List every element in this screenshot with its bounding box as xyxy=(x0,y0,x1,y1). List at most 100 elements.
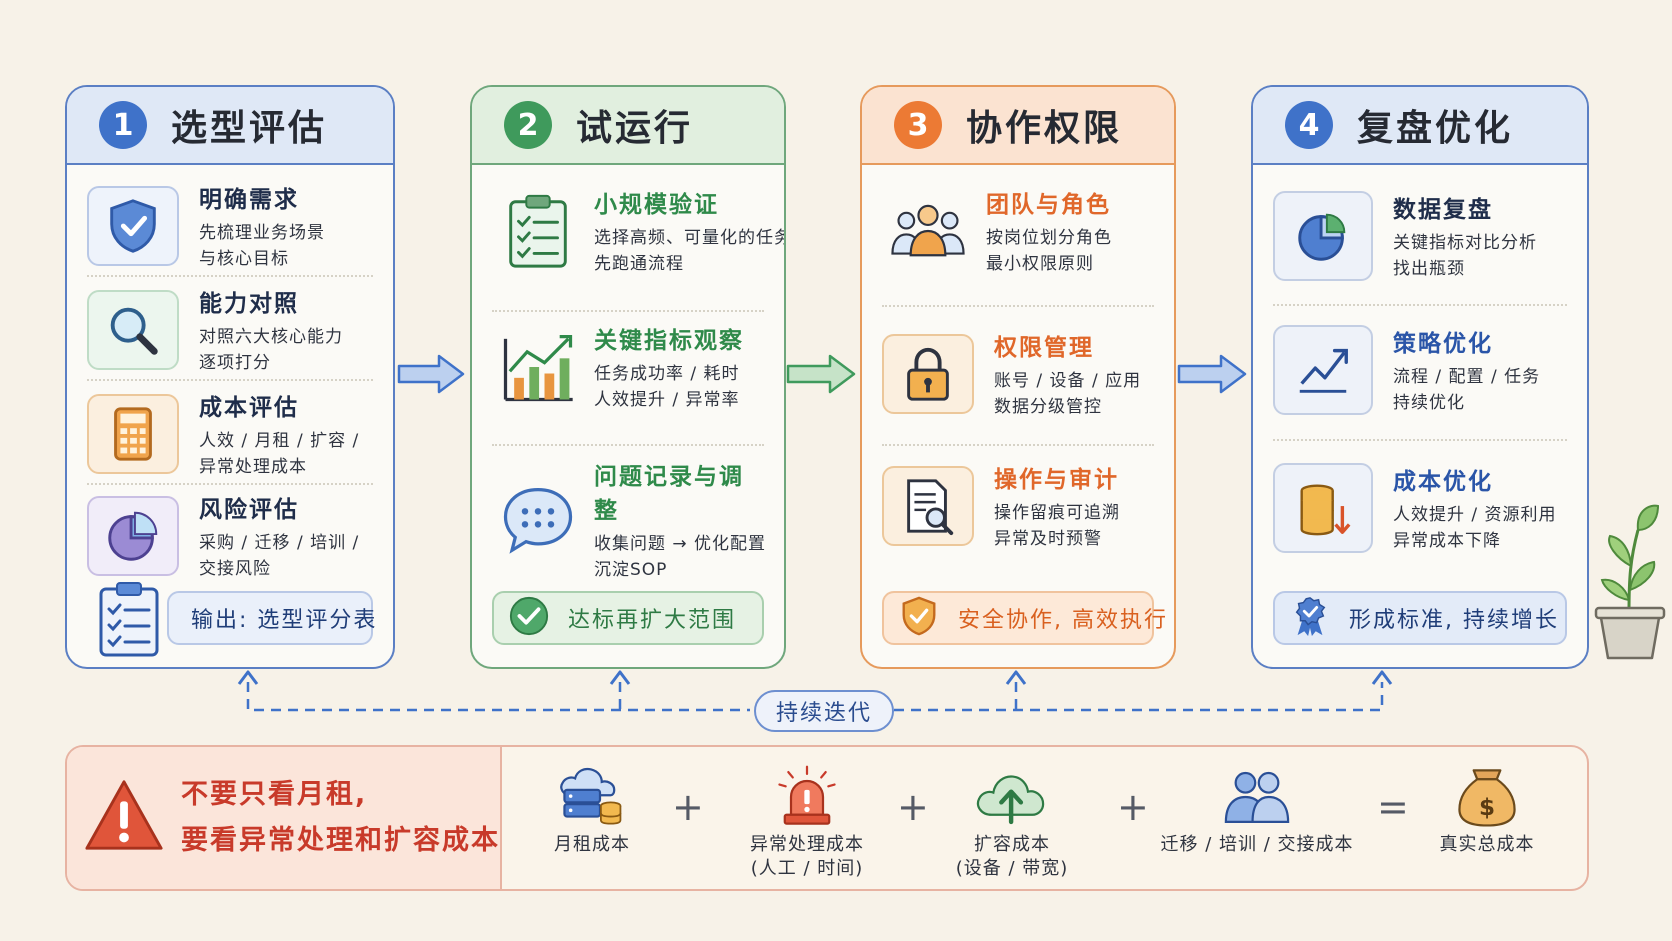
cost-label: 扩容成本 xyxy=(974,834,1050,855)
divider xyxy=(87,483,373,485)
item-title: 策略优化 xyxy=(1393,331,1493,357)
item-desc: 沉淀SOP xyxy=(594,560,668,580)
arrow-right-icon xyxy=(786,354,856,394)
cloud-upload-icon xyxy=(976,775,1045,825)
item-desc: 先跑通流程 xyxy=(594,254,684,274)
item-title: 成本评估 xyxy=(199,395,299,421)
phase-number: 2 xyxy=(504,101,552,149)
item-title: 团队与角色 xyxy=(986,192,1111,218)
item-desc: 异常及时预警 xyxy=(994,529,1102,549)
phase-item: 数据复盘 关键指标对比分析 找出瓶颈 xyxy=(1273,190,1567,282)
divider xyxy=(492,310,764,312)
output-label: 输出: 选型评分表 xyxy=(191,608,378,633)
team-icon xyxy=(882,191,974,271)
clipboard-checklist-icon xyxy=(93,579,165,659)
phase-output: 形成标准, 持续增长 xyxy=(1273,591,1567,645)
shield-check-icon xyxy=(87,186,179,266)
money-bag-icon: $ xyxy=(1458,769,1516,827)
phase-item: 操作与审计 操作留痕可追溯 异常及时预警 xyxy=(882,460,1154,552)
item-desc: 按岗位划分角色 xyxy=(986,228,1112,248)
phase-header: 3 协作权限 xyxy=(862,87,1174,165)
clipboard-checklist-icon xyxy=(492,191,584,271)
item-desc: 任务成功率 / 耗时 xyxy=(594,364,740,384)
plus-operator: + xyxy=(897,785,929,829)
phase-title: 选型评估 xyxy=(171,108,328,149)
cost-label: 月租成本 xyxy=(554,834,630,855)
phase-card-trial: 2 试运行 小规模验证 选择高频、可量化的任务 先跑通流程 关键指标观察 任务成… xyxy=(470,85,786,669)
phase-item: 风险评估 采购 / 迁移 / 培训 / 交接风险 xyxy=(87,490,373,582)
cost-label-detail: (设备 / 带宽) xyxy=(955,858,1069,879)
iteration-label: 持续迭代 xyxy=(754,690,894,732)
divider xyxy=(492,444,764,446)
shield-check-icon xyxy=(898,595,940,641)
phase-number: 3 xyxy=(894,101,942,149)
phase-title: 协作权限 xyxy=(966,108,1123,149)
chat-bubble-icon xyxy=(492,480,584,560)
cloud-server-icon xyxy=(560,767,622,825)
item-desc: 找出瓶颈 xyxy=(1393,259,1465,279)
equals-operator: = xyxy=(1377,785,1409,829)
phase-number: 1 xyxy=(99,101,147,149)
item-title: 小规模验证 xyxy=(594,192,719,218)
item-desc: 账号 / 设备 / 应用 xyxy=(994,371,1142,391)
divider xyxy=(1273,439,1567,441)
item-desc: 与核心目标 xyxy=(199,249,289,269)
warning-text: 要看异常处理和扩容成本 xyxy=(181,825,500,856)
item-desc: 异常处理成本 xyxy=(199,457,307,477)
item-desc: 先梳理业务场景 xyxy=(199,223,325,243)
svg-text:$: $ xyxy=(1479,795,1495,821)
plus-operator: + xyxy=(1117,785,1149,829)
cost-label: 真实总成本 xyxy=(1439,834,1535,855)
item-desc: 流程 / 配置 / 任务 xyxy=(1393,367,1541,387)
phase-card-permissions: 3 协作权限 团队与角色 按岗位划分角色 最小权限原则 权限管理 账号 / 设备… xyxy=(860,85,1176,669)
phase-output: 输出: 选型评分表 xyxy=(167,591,375,645)
cost-label: 迁移 / 培训 / 交接成本 xyxy=(1160,834,1354,855)
document-search-icon xyxy=(882,466,974,546)
output-label: 达标再扩大范围 xyxy=(568,608,737,633)
award-badge-icon xyxy=(1289,595,1331,641)
cost-term-exception: 异常处理成本 (人工 / 时间) xyxy=(717,761,897,881)
item-desc: 最小权限原则 xyxy=(986,254,1094,274)
phase-card-review: 4 复盘优化 数据复盘 关键指标对比分析 找出瓶颈 策略优化 流程 / 配置 /… xyxy=(1251,85,1589,669)
item-desc: 选择高频、可量化的任务 xyxy=(594,228,786,248)
cost-label: 异常处理成本 xyxy=(750,834,864,855)
item-desc: 关键指标对比分析 xyxy=(1393,233,1537,253)
divider xyxy=(882,305,1154,307)
item-desc: 采购 / 迁移 / 培训 / xyxy=(199,533,360,553)
arrow-right-icon xyxy=(397,354,465,394)
item-title: 数据复盘 xyxy=(1393,197,1493,223)
item-desc: 交接风险 xyxy=(199,559,271,579)
pie-chart-icon xyxy=(1273,191,1373,281)
item-title: 关键指标观察 xyxy=(594,328,744,354)
item-desc: 人效提升 / 资源利用 xyxy=(1393,505,1557,525)
phase-item: 问题记录与调整 收集问题 → 优化配置 沉淀SOP xyxy=(492,457,765,583)
phase-item: 能力对照 对照六大核心能力 逐项打分 xyxy=(87,284,373,376)
check-circle-icon xyxy=(508,595,550,641)
item-desc: 持续优化 xyxy=(1393,393,1465,413)
warning-triangle-icon xyxy=(83,777,165,859)
item-title: 成本优化 xyxy=(1393,469,1493,495)
phase-header: 4 复盘优化 xyxy=(1253,87,1587,165)
item-desc: 操作留痕可追溯 xyxy=(994,503,1120,523)
item-title: 操作与审计 xyxy=(994,467,1119,493)
cost-term-rent: 月租成本 xyxy=(537,761,647,857)
phase-title: 复盘优化 xyxy=(1357,108,1514,149)
phase-title: 试运行 xyxy=(576,108,694,149)
item-desc: 数据分级管控 xyxy=(994,397,1102,417)
item-desc: 人效 / 月租 / 扩容 / xyxy=(199,431,360,451)
phase-header: 1 选型评估 xyxy=(67,87,393,165)
divider xyxy=(882,444,1154,446)
lock-icon xyxy=(882,334,974,414)
phase-item: 策略优化 流程 / 配置 / 任务 持续优化 xyxy=(1273,324,1567,416)
coins-down-icon xyxy=(1273,463,1373,553)
trend-up-icon xyxy=(1273,325,1373,415)
item-title: 权限管理 xyxy=(994,335,1094,361)
cost-label-detail: (人工 / 时间) xyxy=(750,858,864,879)
calculator-icon xyxy=(87,394,179,474)
phase-item: 关键指标观察 任务成功率 / 耗时 人效提升 / 异常率 xyxy=(492,321,764,413)
people-icon xyxy=(1224,771,1290,823)
iteration-loop-connector xyxy=(237,670,1393,712)
item-title: 能力对照 xyxy=(199,291,299,317)
output-label: 安全协作, 高效执行 xyxy=(958,608,1168,633)
